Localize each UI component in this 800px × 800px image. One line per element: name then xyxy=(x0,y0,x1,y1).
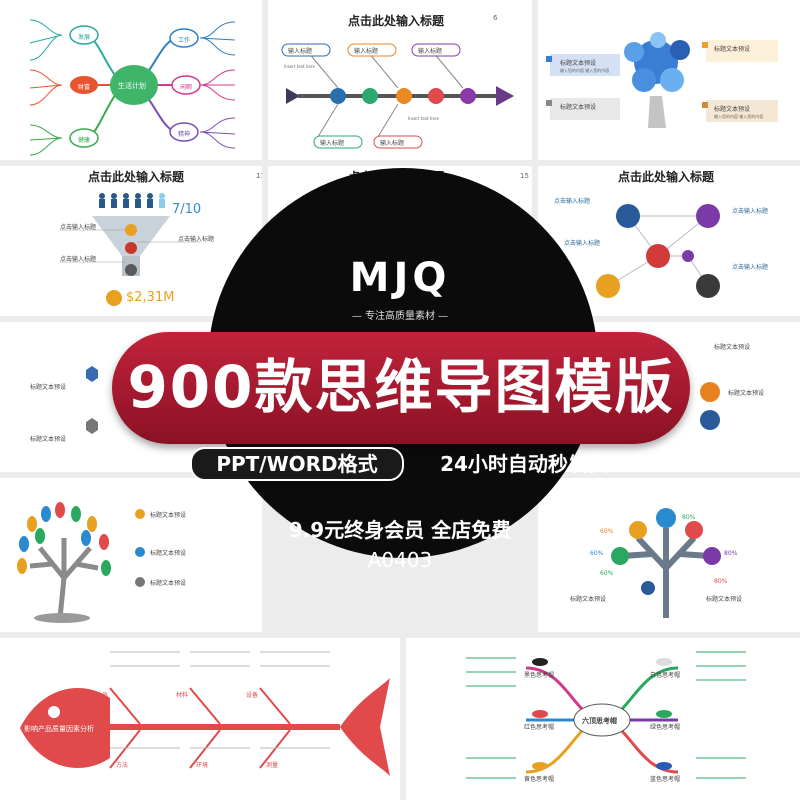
delivery-pill: 24小时自动秒发货 xyxy=(440,452,608,476)
preset-label: 标题文本预设 xyxy=(570,596,607,603)
format-pill: PPT/WORD格式 xyxy=(190,447,404,481)
brand-logo: MJQ xyxy=(349,255,451,301)
mindmap-node: 健康 xyxy=(78,137,91,144)
fish-category: 人员 xyxy=(96,692,109,699)
slide-thumb-icon-tree: 60% 80% 60% 80% 60% 80% 标题文本预设 标题文本预设 xyxy=(538,478,800,632)
body-text: 输入您的内容 输入您的内容 xyxy=(714,114,764,119)
preset-label: 标题文本预设 xyxy=(30,384,67,391)
mindmap-node: 工作 xyxy=(178,37,191,44)
slide-title: 点击此处输入标题 xyxy=(618,170,715,184)
mindmap-node: 发展 xyxy=(78,34,91,41)
bubble-graphic xyxy=(700,382,720,430)
input-title-label: 点击输入标题 xyxy=(732,208,769,215)
leaf-tree-graphic xyxy=(17,502,145,623)
slide-title: 点击此处输入标题 xyxy=(88,170,185,184)
preset-label: 标题文本预设 xyxy=(30,436,67,443)
timeline-graphic xyxy=(281,43,514,149)
preset-label: 标题文本预设 xyxy=(728,390,765,397)
input-title-label: 点击输入标题 xyxy=(732,264,769,271)
hat-label: 黄色思考帽 xyxy=(524,776,555,783)
mindmap-lines xyxy=(29,19,236,156)
mindmap-node: 财富 xyxy=(78,84,91,91)
fish-category: 测量 xyxy=(266,762,279,769)
slide-thumb-funnel: 点击此处输入标题 11 7/10 点击输入标题 点击输入标题 点击输入标题 $2… xyxy=(0,166,262,316)
input-title-label: 输入标题 xyxy=(288,48,313,55)
headline-banner: 900款思维导图模版 xyxy=(112,332,690,444)
percent-label: 60% xyxy=(600,570,614,577)
balloon-tree-graphic xyxy=(546,32,778,128)
fish-category: 环境 xyxy=(196,762,209,769)
brand-tagline: — 专注高质量素材 — xyxy=(351,311,449,322)
input-title-label: 输入标题 xyxy=(320,140,345,147)
headline-text: 900款思维导图模版 xyxy=(127,353,675,421)
hat-label: 蓝色思考帽 xyxy=(650,776,681,783)
amount-value: $2,31M xyxy=(126,290,175,305)
input-title-label: 点击输入标题 xyxy=(178,236,215,243)
mindmap-node: 精神 xyxy=(178,131,191,138)
input-title-label: 点击输入标题 xyxy=(554,198,591,205)
promo-offer: 9.9元终身会员 全店免费 xyxy=(288,518,512,542)
icon-tree-graphic xyxy=(611,508,721,618)
preset-label: 标题文本预设 xyxy=(714,106,751,113)
preset-label: 标题文本预设 xyxy=(706,596,743,603)
input-title-label: 点击输入标题 xyxy=(60,256,97,263)
mindmap-node: 闲暇 xyxy=(180,84,193,91)
input-title-label: 点击输入标题 xyxy=(564,240,601,247)
percent-label: 60% xyxy=(600,528,614,535)
percent-label: 80% xyxy=(714,578,728,585)
percent-label: 60% xyxy=(590,550,604,557)
body-text: Insert text here xyxy=(284,64,315,69)
hat-label: 黑色思考帽 xyxy=(524,672,555,679)
fish-category: 材料 xyxy=(176,692,189,699)
hat-label: 红色思考帽 xyxy=(524,724,555,731)
fish-category: 设备 xyxy=(246,692,259,699)
page-number: 11 xyxy=(256,172,262,180)
ratio-value: 7/10 xyxy=(172,202,202,217)
product-code: A0403 xyxy=(367,548,433,572)
slide-thumb-fishbone-timeline: 点击此处输入标题 6 输入标题 输入标题 输入标题 输入标题 输入标题 Inse… xyxy=(268,0,532,160)
fish-head-label: 影响产品质量因素分析 xyxy=(24,725,94,733)
input-title-label: 输入标题 xyxy=(354,48,379,55)
funnel-graphic xyxy=(60,193,200,306)
mindmap-center: 生活计划 xyxy=(118,82,146,90)
slide-title: 点击此处输入标题 xyxy=(348,14,445,28)
hat-label: 白色思考帽 xyxy=(650,672,681,679)
slide-thumb-fish-analysis: 影响产品质量因素分析 人员 材料 设备 方法 环境 测量 xyxy=(0,638,400,800)
body-text: Insert text here xyxy=(408,116,439,121)
slide-thumb-leaf-tree: 标题文本预设 标题文本预设 标题文本预设 xyxy=(0,478,262,632)
preset-label: 标题文本预设 xyxy=(560,60,597,67)
preset-label: 标题文本预设 xyxy=(150,550,187,557)
input-title-label: 点击输入标题 xyxy=(60,224,97,231)
input-title-label: 输入标题 xyxy=(418,48,443,55)
preset-label: 标题文本预设 xyxy=(150,512,187,519)
fish-graphic xyxy=(20,651,390,776)
six-hats-center: 六顶思考帽 xyxy=(582,717,617,725)
preset-label: 标题文本预设 xyxy=(150,580,187,587)
six-hats-graphic xyxy=(466,651,746,779)
page-number: 15 xyxy=(520,172,529,180)
percent-label: 80% xyxy=(724,550,738,557)
fish-category: 方法 xyxy=(116,762,129,769)
network-graphic xyxy=(596,204,720,298)
input-title-label: 输入标题 xyxy=(380,140,405,147)
hat-label: 绿色思考帽 xyxy=(650,724,681,731)
body-text: 输入您的内容 输入您的内容 xyxy=(560,68,610,73)
slide-thumb-balloon-tree: 标题文本预设 标题文本预设 标题文本预设 标题文本预设 输入您的内容 输入您的内… xyxy=(538,0,800,160)
bubble-graphic xyxy=(86,366,98,434)
preset-label: 标题文本预设 xyxy=(560,104,597,111)
percent-label: 80% xyxy=(682,514,696,521)
slide-thumb-six-hats: 六顶思考帽 黑色思考帽 白色思考帽 红色思考帽 绿色思考帽 黄色思考帽 蓝色思考… xyxy=(406,638,800,800)
preset-label: 标题文本预设 xyxy=(714,46,751,53)
slide-thumb-life-plan: 生活计划 发展 财富 健康 工作 闲暇 精神 xyxy=(0,0,262,160)
page-number: 6 xyxy=(493,14,498,22)
preset-label: 标题文本预设 xyxy=(714,344,751,351)
